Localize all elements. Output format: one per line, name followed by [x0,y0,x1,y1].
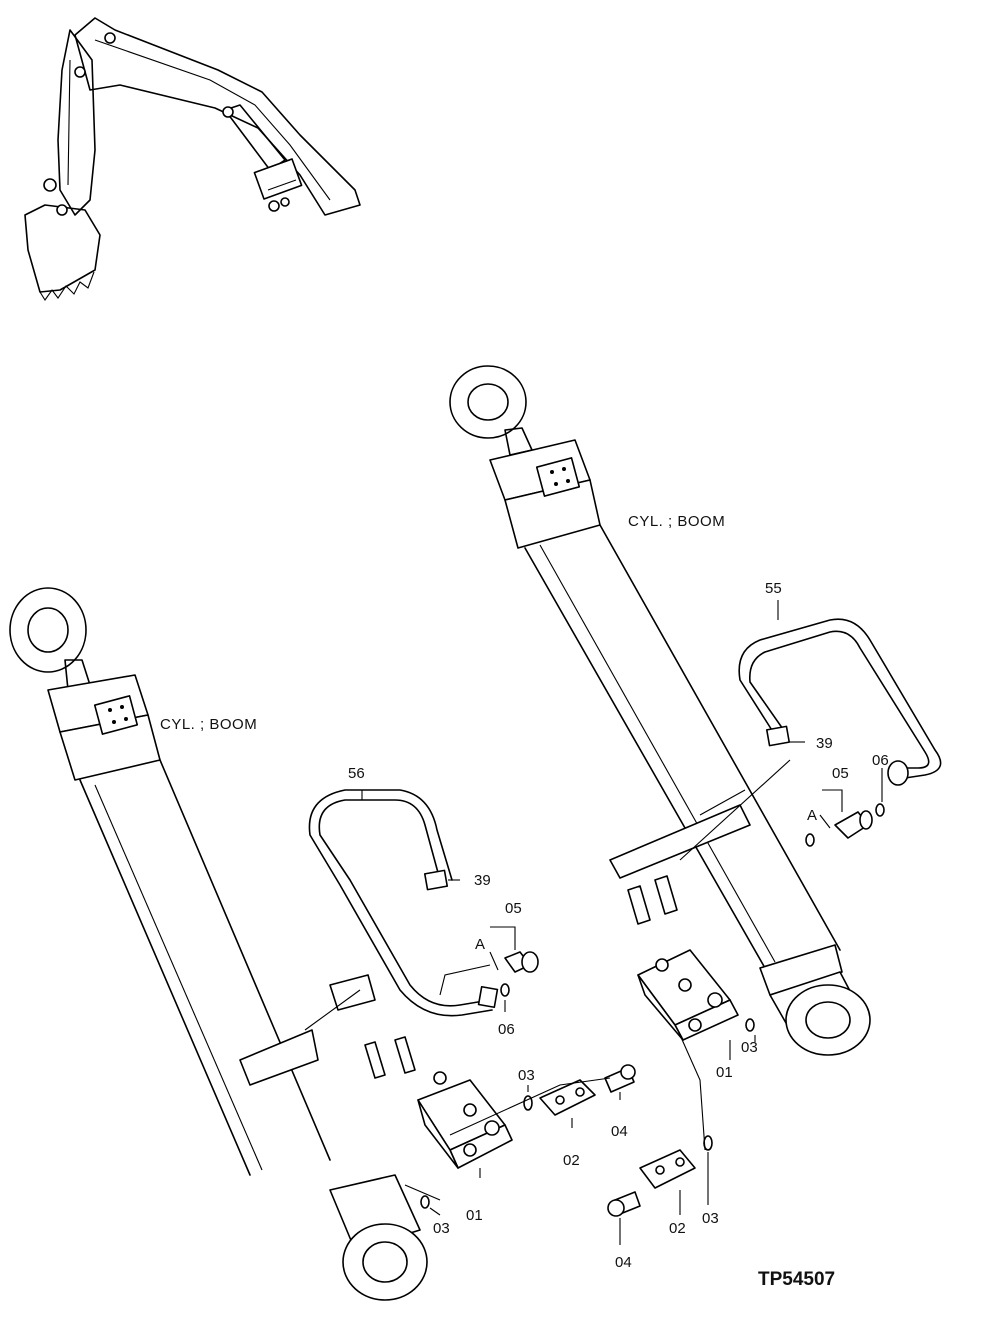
pipe-56-assembly [308,789,499,1017]
flange-left [420,1064,636,1209]
control-valve-right [627,875,739,1041]
callout-elbow-left: 39 [474,872,491,889]
callout-oring-valve-left: 03 [433,1220,450,1237]
callout-oring-flange-right: 03 [702,1210,719,1227]
callout-view-right: A [807,807,817,824]
callout-oring-top-left: 06 [498,1021,515,1038]
callout-oring-flange-left: 03 [518,1067,535,1084]
callout-view-left: A [475,936,485,953]
callout-pipe-left: 56 [348,765,365,782]
callout-bolt-left: 04 [611,1123,628,1140]
fitting-05-left [500,951,539,997]
callout-pipe-right: 55 [765,580,782,597]
excavator-overview [24,17,361,301]
control-valve-left [364,1036,513,1169]
flange-right [607,1018,755,1217]
callout-fitting-left: 05 [505,900,522,917]
labels-left: CYL. ; BOOM 56 39 05 A 06 01 03 03 02 04 [160,716,628,1237]
assembly-title-right: CYL. ; BOOM [628,513,725,530]
boom-cylinder-right [449,365,871,1056]
callout-flange-left: 02 [563,1152,580,1169]
boom-cylinder-left [9,587,428,1301]
labels-right: CYL. ; BOOM 55 39 05 A 06 01 03 03 02 04 [615,513,889,1271]
pipe-55-assembly [738,618,942,786]
fitting-05-right [805,803,885,847]
callout-oring-top-right: 06 [872,752,889,769]
assembly-title-left: CYL. ; BOOM [160,716,257,733]
callout-fitting-right: 05 [832,765,849,782]
callout-valve-right: 01 [716,1064,733,1081]
callout-elbow-right: 39 [816,735,833,752]
callout-flange-right: 02 [669,1220,686,1237]
figure-code: TP54507 [758,1269,835,1290]
callout-bolt-right: 04 [615,1254,632,1271]
callout-valve-left: 01 [466,1207,483,1224]
callout-oring-valve-right: 03 [741,1039,758,1056]
leader-lines-right [619,600,883,1245]
leader-lines-left [361,790,621,1216]
